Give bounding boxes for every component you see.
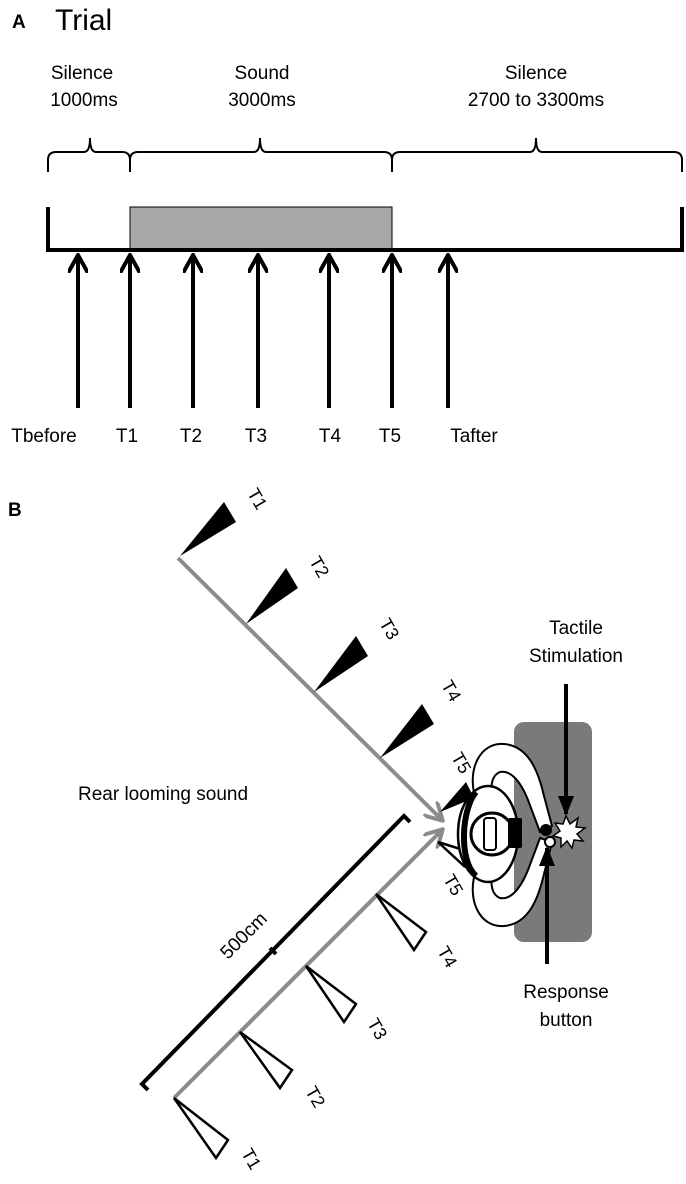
segment-2-name: Sound (235, 63, 290, 84)
tactile-label-line1: Tactile (549, 618, 603, 639)
panel-a-title: Trial (55, 4, 112, 37)
time-label-t5: T5 (379, 426, 401, 447)
lower-label-t5: T5 (439, 871, 467, 899)
time-label-t2: T2 (180, 426, 202, 447)
time-label-tafter: Tafter (450, 426, 498, 447)
rear-looming-sound-label: Rear looming sound (78, 784, 248, 805)
panel-a-letter: A (12, 12, 26, 33)
upper-speaker-t3 (314, 636, 368, 692)
lower-label-t1: T1 (237, 1145, 265, 1173)
lower-label-t4: T4 (433, 943, 461, 971)
upper-speakers (180, 502, 474, 812)
participant-face (508, 818, 522, 848)
upper-speaker-t2 (246, 568, 298, 624)
tactile-label-line2: Stimulation (529, 646, 623, 667)
lower-speakers (172, 840, 472, 1161)
time-point-arrows (78, 256, 448, 408)
lower-sound-path (172, 830, 442, 1100)
upper-speaker-t1 (180, 502, 236, 556)
upper-label-t3: T3 (375, 615, 403, 643)
participant-right-hand (544, 836, 556, 848)
brace-silence-after (391, 137, 683, 172)
upper-label-t4: T4 (437, 677, 465, 705)
lower-speaker-t1 (172, 1097, 230, 1161)
response-label-line1: Response (523, 982, 609, 1003)
upper-sound-path (176, 556, 442, 820)
segment-1-duration: 1000ms (50, 90, 118, 111)
participant-left-arm (471, 742, 554, 834)
participant-left-hand (540, 824, 552, 836)
segment-3-name: Silence (505, 63, 567, 84)
segment-2-duration: 3000ms (228, 90, 296, 111)
lower-speaker-t3 (304, 965, 358, 1025)
distance-label: 500cm (217, 909, 272, 964)
lower-label-t3: T3 (363, 1015, 391, 1043)
upper-speaker-t4 (380, 704, 434, 758)
tactile-burst-icon (551, 814, 587, 850)
participant-hair (483, 817, 497, 851)
panel-b-letter: B (8, 500, 22, 521)
segment-1-name: Silence (51, 63, 113, 84)
response-label-line2: button (540, 1010, 593, 1031)
distance-bracket-tick (268, 946, 278, 956)
time-label-tbefore: Tbefore (11, 426, 76, 447)
upper-label-t1: T1 (243, 485, 271, 513)
time-label-t3: T3 (245, 426, 267, 447)
brace-sound (129, 137, 393, 172)
time-label-t4: T4 (319, 426, 342, 447)
brace-silence-before (47, 137, 131, 172)
upper-label-t5: T5 (447, 749, 475, 777)
upper-label-t2: T2 (305, 553, 333, 581)
panel-b: B 500cm T1 T2 T3 T4 T5 T1 (8, 485, 623, 1173)
upper-speaker-t5 (440, 782, 474, 812)
lower-label-t2: T2 (301, 1083, 329, 1111)
sound-period-block (129, 206, 393, 251)
segment-3-duration: 2700 to 3300ms (468, 90, 604, 111)
lower-speaker-t2 (238, 1030, 294, 1091)
lower-speaker-t4 (374, 893, 428, 953)
participant-shoulder-outline (461, 790, 479, 879)
time-label-t1: T1 (116, 426, 138, 447)
participant-figure (456, 742, 556, 928)
panel-a: A Trial Silence 1000ms Sound 3000ms Sile… (11, 4, 684, 447)
